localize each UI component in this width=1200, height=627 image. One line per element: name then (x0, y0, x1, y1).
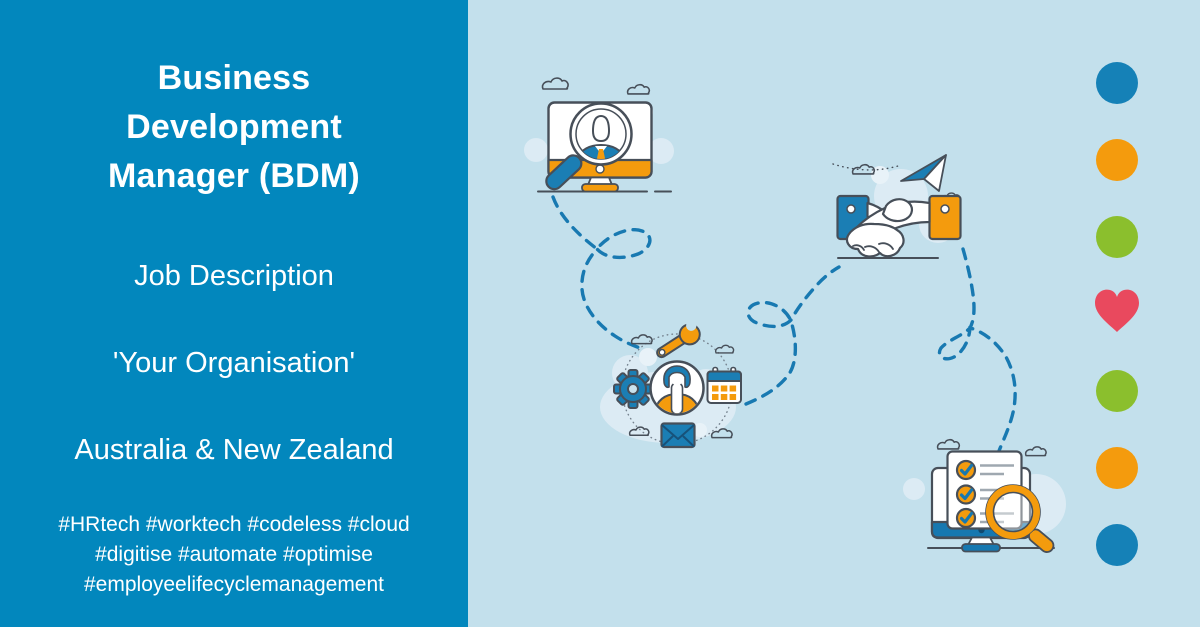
dot-2 (1096, 139, 1138, 181)
subtitle-organisation: 'Your Organisation' (112, 347, 356, 379)
profile-orbit-illustration (600, 320, 742, 449)
plane-trail (832, 163, 899, 171)
candidate-avatar (576, 115, 626, 159)
dot-3 (1096, 216, 1138, 258)
dot-5 (1096, 370, 1138, 412)
monitor-base (581, 183, 619, 193)
dot-1 (1096, 62, 1138, 104)
hashtag-line: #digitise #automate #optimise (95, 543, 373, 566)
dot-column (1095, 62, 1139, 566)
subtitle-job-description: Job Description (134, 260, 334, 292)
handshake-illustration (832, 154, 962, 259)
process-path-2 (744, 265, 841, 406)
orange-sleeve (928, 194, 962, 241)
process-path-3 (937, 247, 1017, 453)
cufflink (940, 204, 950, 214)
dot-6 (1096, 447, 1138, 489)
clasped-hands (845, 198, 931, 258)
job-title: Business Development Manager (BDM) (0, 54, 468, 201)
monitor-base (961, 543, 1001, 553)
cloud-icon (541, 77, 569, 90)
cufflink (846, 204, 856, 214)
magnifier-handle (545, 154, 583, 191)
hashtag-line: #HRtech #worktech #codeless #cloud (58, 513, 410, 536)
gear-icon (613, 369, 653, 409)
process-path-1 (551, 195, 652, 351)
magnifier-icon (985, 484, 1055, 553)
calendar-icon (706, 366, 742, 404)
envelope-icon (660, 422, 696, 449)
job-title-line: Business (157, 59, 311, 97)
cloud-icon (936, 438, 961, 450)
job-title-line: Manager (BDM) (108, 157, 360, 195)
subtitle-region: Australia & New Zealand (74, 434, 394, 466)
cloud-icon (630, 334, 653, 345)
hashtag-line: #employeelifecyclemanagement (84, 573, 384, 596)
job-title-line: Development (126, 108, 342, 146)
process-paths (551, 195, 1017, 453)
wrench-icon (656, 320, 701, 359)
hashtags: #HRtech #worktech #codeless #cloud #digi… (0, 510, 468, 600)
left-panel: Business Development Manager (BDM) Job D… (0, 0, 468, 627)
cloud-icon (1024, 446, 1047, 457)
checklist-illustration (903, 438, 1066, 553)
monitor-button (595, 164, 605, 174)
cloud-icon (626, 83, 651, 95)
dot-7 (1096, 524, 1138, 566)
paper-plane-icon (900, 154, 947, 192)
illustration-canvas (524, 62, 1139, 566)
heart-icon (1095, 289, 1139, 332)
cloud-icon (714, 344, 735, 354)
monitor-search-illustration (524, 77, 674, 193)
